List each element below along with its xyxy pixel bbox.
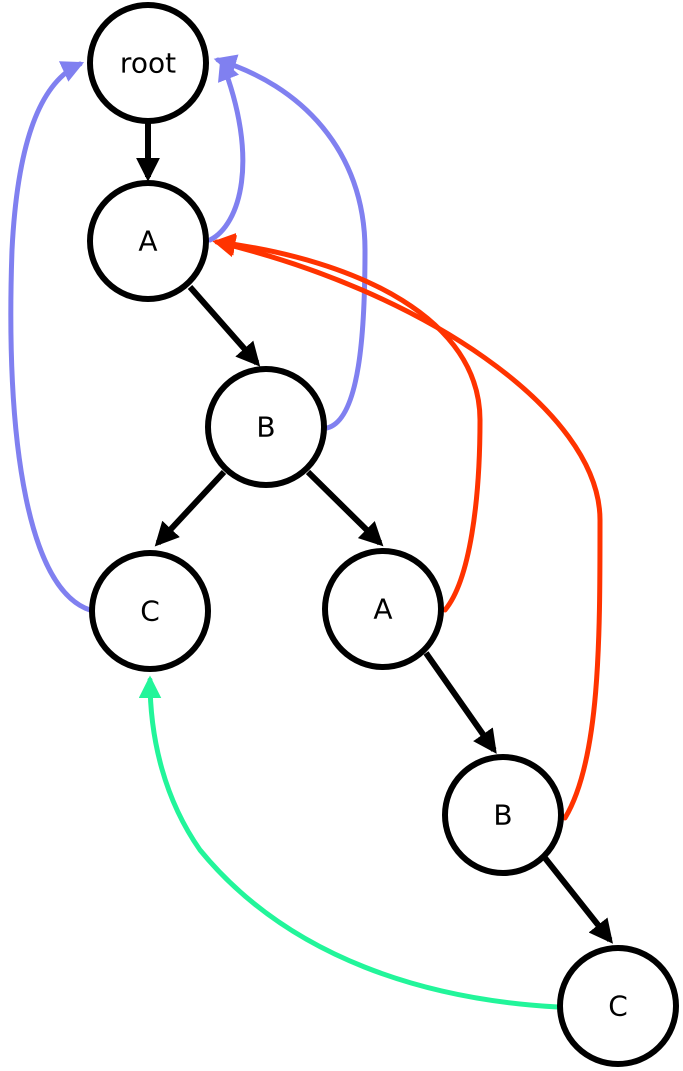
edge-b1-c1: [154, 469, 227, 547]
node-a1-label: A: [138, 225, 157, 258]
edge-b2-c2: [542, 856, 613, 944]
node-b2: B: [442, 754, 564, 876]
node-a2: A: [322, 548, 444, 670]
edge-a2-b2: [423, 651, 497, 754]
node-root: root: [87, 2, 209, 124]
suffix-links: [8, 54, 603, 1010]
link-c1-root: [8, 61, 93, 613]
node-b2-label: B: [493, 799, 512, 832]
node-b1-label: B: [256, 411, 275, 444]
edge-b1-a2: [305, 469, 384, 547]
node-a1: A: [87, 180, 209, 302]
node-a2-label: A: [373, 593, 392, 626]
node-c2-label: C: [608, 990, 628, 1023]
node-c1-label: C: [140, 595, 160, 628]
link-a2-a1: [212, 233, 483, 613]
link-c2-c1: [138, 675, 561, 1010]
node-c1: C: [89, 550, 211, 672]
link-b1-root: [213, 54, 368, 431]
node-root-label: root: [120, 47, 176, 80]
node-c2: C: [557, 945, 679, 1067]
node-b1: B: [205, 366, 327, 488]
tree-edges: [136, 122, 613, 944]
link-a1-root: [207, 57, 246, 243]
link-b2-a1: [212, 235, 603, 821]
edge-a1-b1: [187, 285, 261, 367]
